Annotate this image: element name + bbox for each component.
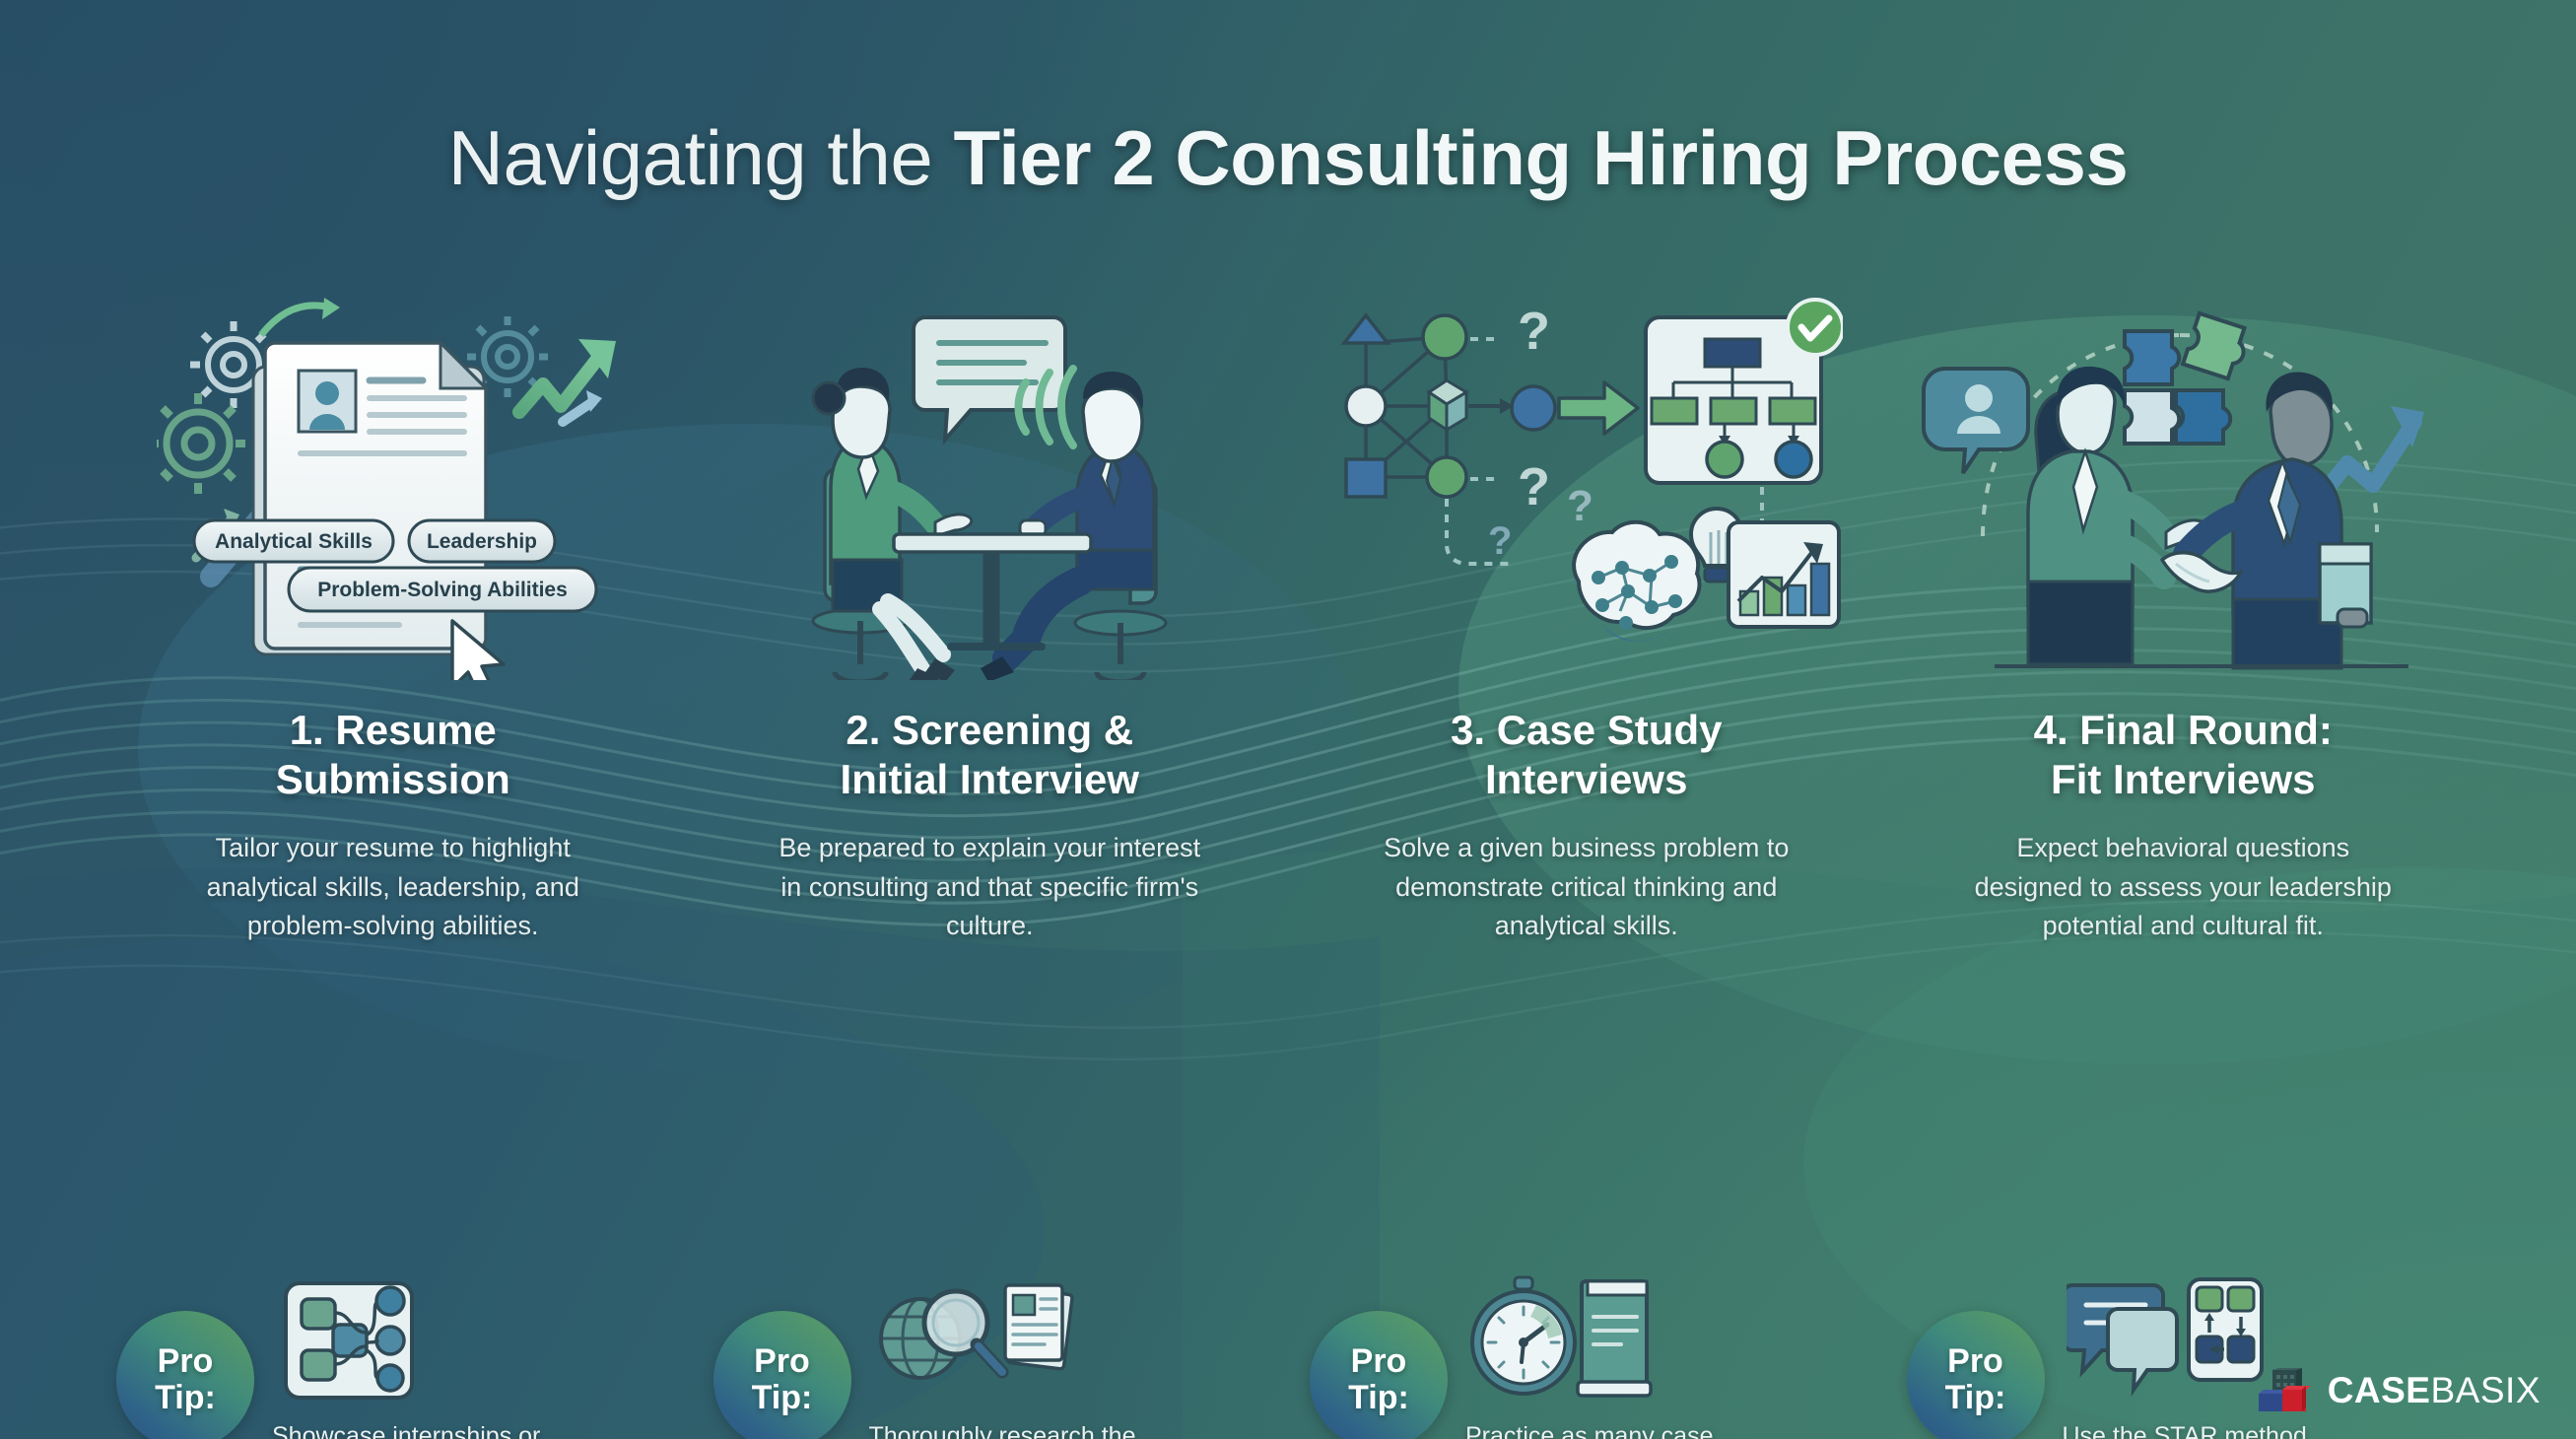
resume-tag-leadership: Leadership — [427, 530, 537, 553]
pro-tip-label-line2: Tip: — [155, 1379, 216, 1416]
svg-text:?: ? — [1567, 482, 1593, 530]
logo-wordmark: CASEBASIX — [2328, 1370, 2541, 1411]
step-4-title-line2: Fit Interviews — [2051, 755, 2316, 802]
step-4-description: Expect behavioral questions designed to … — [1974, 833, 2392, 940]
resume-document-icon: Analytical Skills Leadership Problem-Sol… — [95, 296, 692, 690]
pro-tip-body: Use the STAR method (Situation, Task, Ac… — [2062, 1277, 2482, 1439]
pro-tip-label-line2: Tip: — [1944, 1379, 2006, 1416]
workflow-diagram-icon — [272, 1281, 692, 1413]
step-3-pro-tip-text: Practice as many case studies as possibl… — [1465, 1422, 1714, 1439]
step-3-title-line2: Interviews — [1485, 755, 1688, 802]
pro-tip-label-line1: Pro — [754, 1341, 810, 1380]
step-1-title-line2: Submission — [275, 755, 510, 802]
logo-blocks-icon — [2258, 1368, 2311, 1411]
svg-text:?: ? — [1488, 519, 1512, 563]
pro-tip-label-line2: Tip: — [751, 1379, 813, 1416]
svg-text:?: ? — [1518, 302, 1550, 361]
pro-tip-label-line1: Pro — [1350, 1341, 1407, 1380]
step-2-description: Be prepared to explain your interest in … — [779, 833, 1201, 940]
step-3-title-line1: 3. Case Study — [1451, 707, 1723, 753]
handshake-puzzle-icon — [1885, 296, 2482, 690]
steps-grid: Analytical Skills Leadership Problem-Sol… — [95, 296, 2482, 1439]
step-2-pro-tip-text: Thoroughly research the firm's values an… — [868, 1422, 1136, 1439]
pro-tip-label-line1: Pro — [1947, 1341, 2003, 1380]
step-1-title-line1: 1. Resume — [289, 707, 497, 753]
page-title: Navigating the Tier 2 Consulting Hiring … — [0, 117, 2576, 199]
globe-magnifier-documents-icon — [869, 1283, 1289, 1413]
logo-basix: BASIX — [2430, 1370, 2541, 1410]
pro-tip-label-line2: Tip: — [1348, 1379, 1409, 1416]
step-3-description: Solve a given business problem to demons… — [1384, 833, 1790, 940]
case-framework-network-icon: ? ? ? ? — [1288, 296, 1885, 690]
step-column-2: 2. Screening & Initial Interview Be prep… — [692, 296, 1289, 1439]
stopwatch-book-icon — [1465, 1275, 1885, 1413]
page-title-light: Navigating the — [447, 114, 954, 201]
step-3-title: 3. Case Study Interviews — [1451, 706, 1722, 803]
step-1-pro-tip-text: Showcase internships or projects that mi… — [272, 1422, 541, 1439]
svg-text:?: ? — [1518, 457, 1550, 516]
step-2-title-line1: 2. Screening & — [846, 707, 1134, 753]
pro-tip-label-line1: Pro — [157, 1341, 214, 1380]
step-4-pro-tip-text: Use the STAR method (Situation, Task, Ac… — [2062, 1422, 2307, 1439]
pro-tip-body: Thoroughly research the firm's values an… — [868, 1283, 1289, 1439]
step-column-4: 4. Final Round: Fit Interviews Expect be… — [1885, 296, 2482, 1439]
step-4-title: 4. Final Round: Fit Interviews — [2034, 706, 2333, 803]
step-column-3: ? ? ? ? — [1288, 296, 1885, 1439]
resume-tag-problem-solving: Problem-Solving Abilities — [317, 579, 568, 601]
step-2-title-line2: Initial Interview — [840, 755, 1139, 802]
pro-tip-body: Showcase internships or projects that mi… — [272, 1281, 692, 1439]
page-title-bold: Tier 2 Consulting Hiring Process — [953, 114, 2129, 201]
pro-tip-body: Practice as many case studies as possibl… — [1465, 1275, 1885, 1439]
step-column-1: Analytical Skills Leadership Problem-Sol… — [95, 296, 692, 1439]
step-4-title-line1: 4. Final Round: — [2033, 707, 2333, 753]
logo-case: CASE — [2327, 1370, 2431, 1410]
resume-tag-analytical-skills: Analytical Skills — [215, 530, 373, 553]
speech-bubbles-star-matrix-icon — [2063, 1277, 2482, 1413]
casebasix-logo: CASEBASIX — [2257, 1368, 2541, 1413]
step-1-description: Tailor your resume to highlight analytic… — [206, 833, 579, 940]
interview-table-icon — [692, 296, 1289, 690]
step-2-title: 2. Screening & Initial Interview — [841, 706, 1139, 803]
step-1-title: 1. Resume Submission — [276, 706, 510, 803]
